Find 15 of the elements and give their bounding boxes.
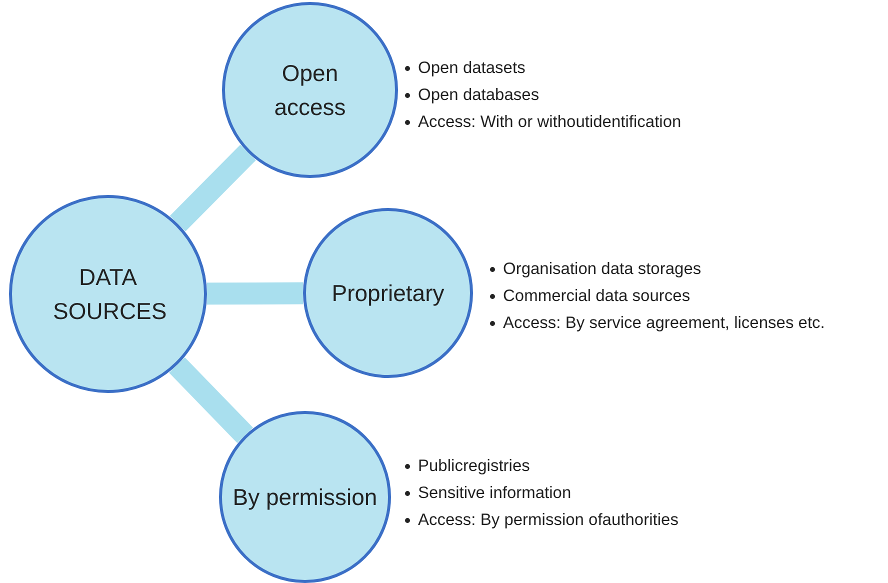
bullet-text: Access: With or withoutidentification <box>418 113 682 132</box>
connector-bar <box>170 144 256 232</box>
bullet-text: Open databases <box>418 86 540 105</box>
node-label: Open access <box>273 58 347 122</box>
bullet-text: Access: By permission ofauthorities <box>418 511 678 530</box>
connector-bar <box>169 357 253 443</box>
bullet-text: Access: By service agreement, licenses etc. <box>503 314 825 333</box>
node-label: Proprietary <box>332 278 444 308</box>
bullet-text: Open datasets <box>418 59 526 78</box>
connector-bar <box>206 282 304 305</box>
bullet-text: Organisation data storages <box>503 260 702 279</box>
bullet-text: Publicregistries <box>418 457 530 476</box>
node-label: By permission <box>232 482 378 512</box>
bullet-text: Sensitive information <box>418 484 572 503</box>
bullet-text: Commercial data sources <box>503 287 690 306</box>
